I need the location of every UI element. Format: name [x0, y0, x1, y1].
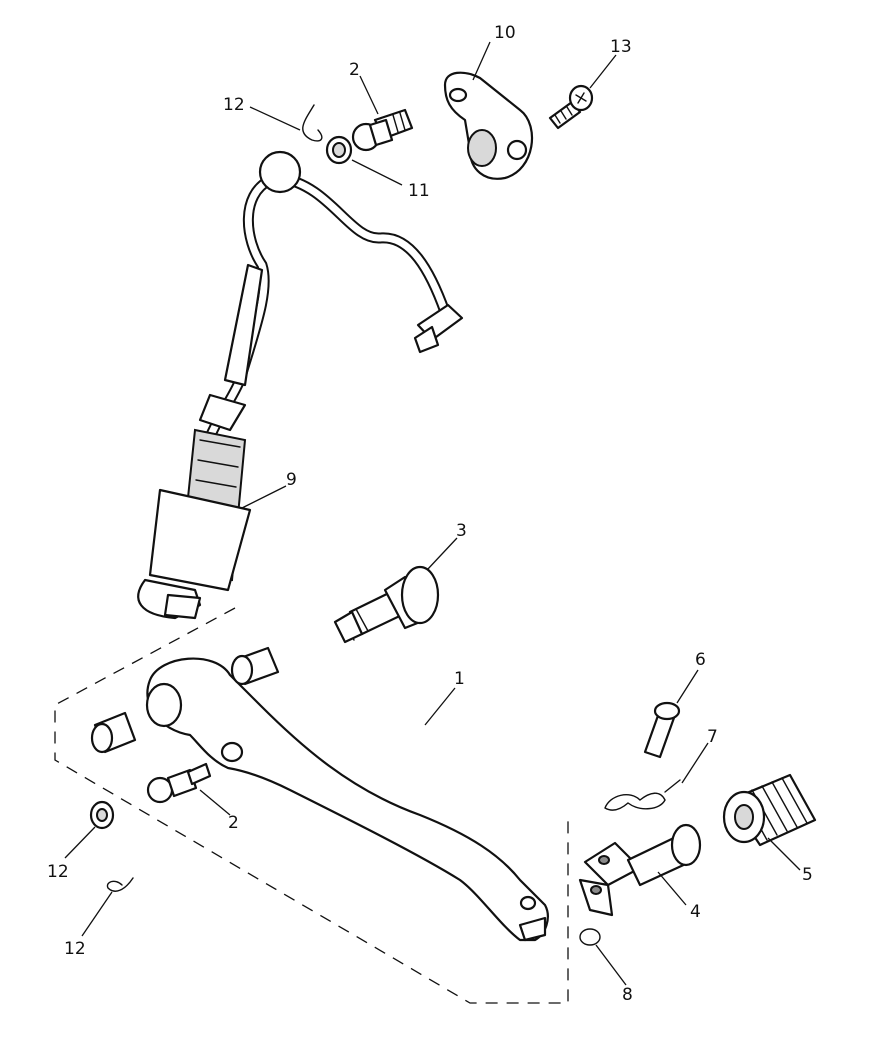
callout-8: 8	[622, 985, 633, 1005]
return-spring[interactable]	[604, 779, 681, 811]
callout-11-top: 11	[408, 181, 430, 201]
callout-13: 13	[610, 37, 632, 57]
foot-peg-rubber[interactable]	[722, 773, 817, 847]
callout-11-bottom: 12	[47, 862, 69, 882]
callout-1: 1	[454, 669, 465, 689]
spring-clip-bottom[interactable]	[106, 877, 134, 892]
callout-10: 10	[494, 23, 516, 43]
washer-bottom[interactable]	[89, 800, 115, 830]
callout-9: 9	[286, 470, 297, 490]
foot-peg[interactable]	[578, 823, 702, 917]
clevis-pin[interactable]	[643, 701, 681, 759]
callout-12-bottom: 12	[64, 939, 86, 959]
callout-2-bottom: 2	[228, 813, 239, 833]
pivot-bolt[interactable]	[333, 565, 440, 644]
gear-lever[interactable]	[145, 657, 549, 942]
callout-labels: 10 13 2 12 11 9 3 1 6 7 5 4 8 2 12 12	[47, 23, 813, 1005]
bush-upper[interactable]	[230, 646, 280, 686]
bush-lower[interactable]	[90, 711, 137, 754]
callout-2-top: 2	[349, 60, 360, 80]
callout-12-top: 12	[223, 95, 245, 115]
callout-7: 7	[707, 727, 718, 747]
lever-bracket[interactable]	[443, 71, 534, 180]
sensor-assembly[interactable]	[137, 150, 464, 620]
callout-3: 3	[456, 521, 467, 541]
circlip[interactable]	[579, 928, 601, 946]
ball-stud-top[interactable]	[351, 108, 414, 152]
callout-4: 4	[690, 902, 701, 922]
washer-top[interactable]	[325, 135, 353, 165]
callout-6: 6	[695, 650, 706, 670]
callout-5: 5	[802, 865, 813, 885]
assembly-outline	[54, 607, 569, 1004]
cap-screw[interactable]	[548, 84, 594, 130]
spring-clip-top[interactable]	[302, 104, 323, 142]
ball-stud-bottom[interactable]	[146, 762, 212, 804]
leader-lines	[64, 41, 801, 986]
